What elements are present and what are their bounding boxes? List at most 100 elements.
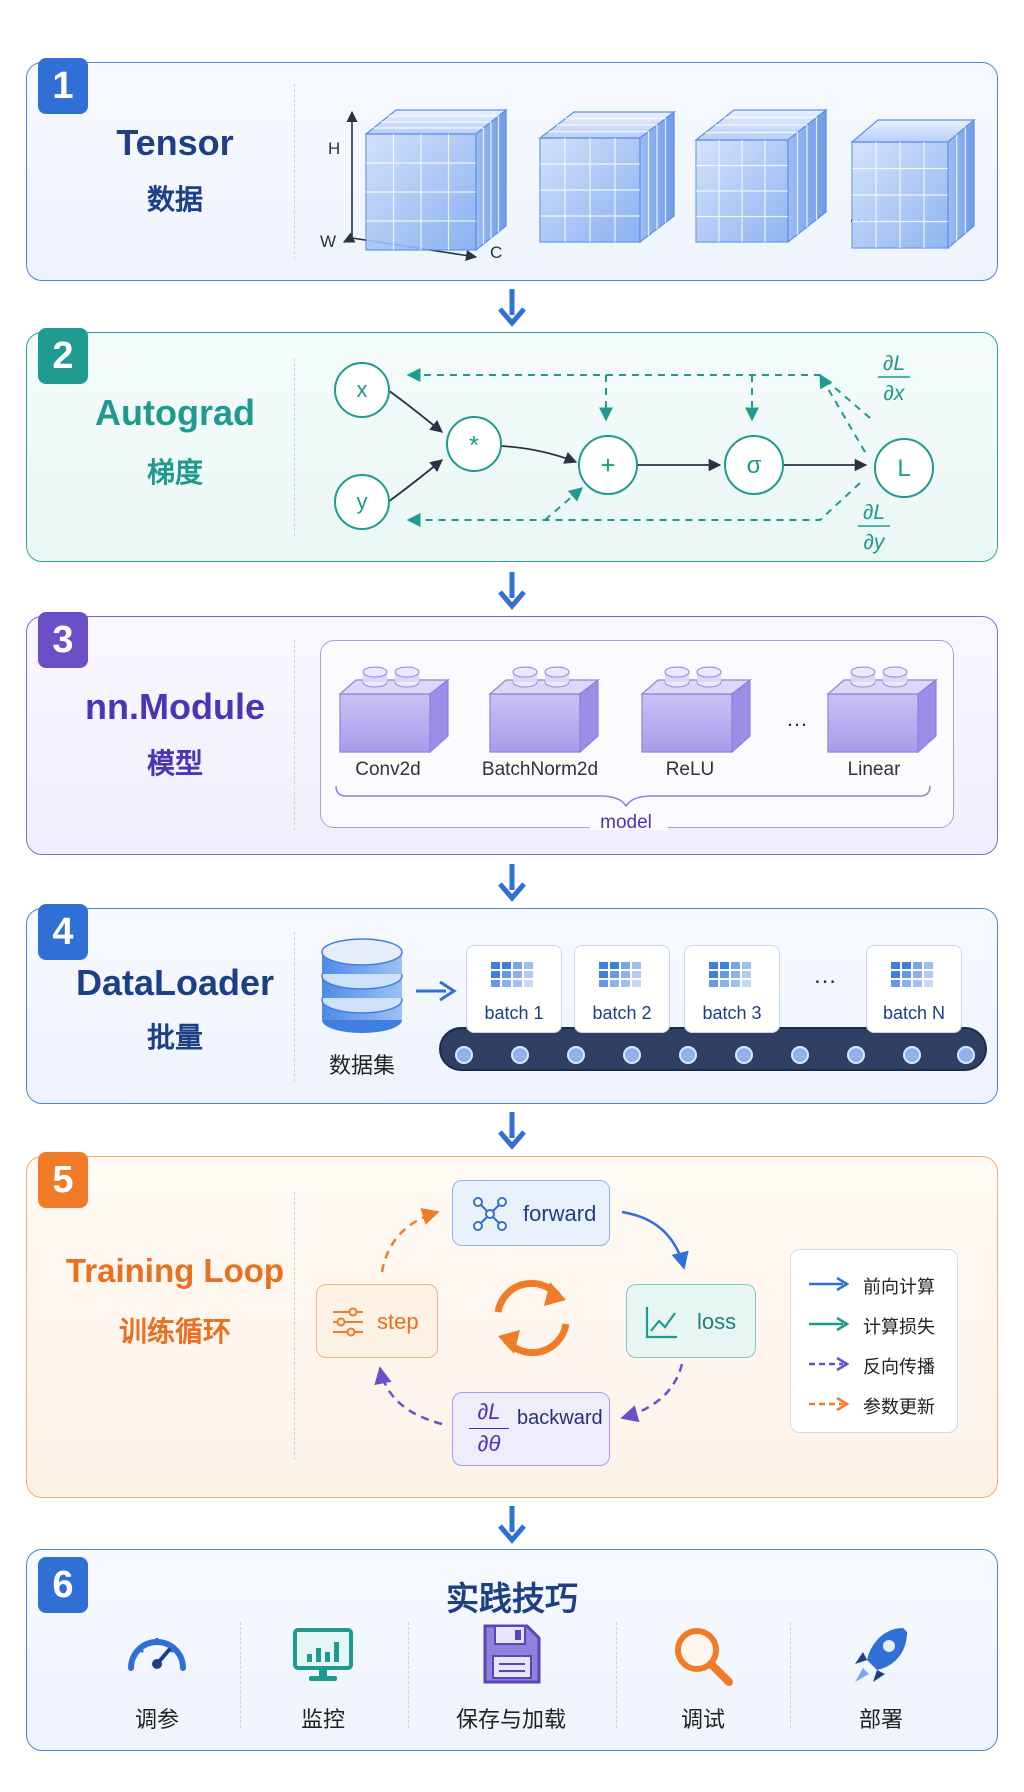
divider: [294, 1192, 295, 1460]
conveyor-belt: [439, 1027, 987, 1071]
tips-title: 实践技巧: [446, 1580, 578, 1617]
divider: [294, 84, 295, 259]
flow-down-arrow: [498, 572, 526, 610]
tip-label: 保存与加载: [455, 1707, 566, 1732]
divider: [240, 1622, 241, 1728]
grad-dl-dy-label: ∂L ∂y: [858, 501, 890, 554]
tip-label: 监控: [300, 1707, 345, 1732]
loss-label: loss: [697, 1309, 737, 1334]
flow-down-arrow: [498, 289, 526, 327]
tensor-cube: [694, 108, 828, 244]
svg-text:+: +: [600, 450, 615, 480]
svg-text:∂L: ∂L: [863, 501, 885, 524]
batch-label: batch 2: [592, 1003, 652, 1023]
legend-label: 参数更新: [863, 1397, 935, 1417]
grad-path-bottom: [406, 482, 861, 527]
section-subtitle: 模型: [146, 748, 203, 779]
svg-text:y: y: [357, 489, 368, 514]
layer-ellipsis: …: [786, 706, 808, 731]
svg-text:∂y: ∂y: [864, 531, 886, 554]
legend-label: 反向传播: [863, 1357, 935, 1377]
section-number-badge: 3: [38, 612, 88, 668]
tensor-cube: [850, 118, 976, 250]
tensor-cube: [538, 110, 676, 244]
divider: [790, 1622, 791, 1728]
section-title: Training Loop: [65, 1252, 285, 1289]
backward-box: ∂L ∂θ backward: [452, 1392, 610, 1466]
section-subtitle: 训练循环: [118, 1316, 231, 1347]
section-title: nn.Module: [85, 686, 265, 727]
step-box: step: [316, 1284, 438, 1358]
svg-text:∂x: ∂x: [884, 382, 906, 405]
layer-brick: [640, 666, 752, 754]
model-bracket: [335, 785, 931, 808]
axis-c-label: C: [490, 243, 502, 262]
tensor-panel: [26, 62, 998, 281]
section-title: Tensor: [116, 122, 234, 163]
module-layers: … Conv2d BatchNorm2d ReLU Linear model: [335, 666, 938, 830]
section-number-badge: 5: [38, 1152, 88, 1208]
layer-label: ReLU: [666, 759, 715, 780]
grid-icon: [709, 962, 751, 987]
dataset-label: 数据集: [328, 1053, 395, 1078]
section-title: DataLoader: [75, 962, 275, 1003]
sliders-icon: [333, 1307, 363, 1337]
tip-label: 调试: [680, 1707, 725, 1732]
grid-icon: [599, 962, 641, 987]
section-subtitle: 梯度: [146, 457, 203, 488]
section-number-badge: 4: [38, 904, 88, 960]
training-legend: 前向计算 计算损失 反向传播 参数更新: [790, 1249, 958, 1433]
svg-text:x: x: [357, 377, 368, 402]
legend-item-loss: 计算损失: [807, 1312, 955, 1337]
legend-item-forward: 前向计算: [807, 1272, 955, 1297]
flow-down-arrow: [498, 864, 526, 902]
flow-down-arrow: [498, 1112, 526, 1150]
grid-icon: [491, 962, 533, 987]
tip-label: 部署: [858, 1707, 903, 1732]
svg-text:L: L: [897, 455, 910, 482]
node-mul: *: [446, 416, 502, 472]
layer-label: Linear: [848, 759, 901, 780]
layer-brick: [488, 666, 600, 754]
node-add: +: [578, 435, 638, 495]
batch-card: batch 2: [574, 945, 670, 1033]
loss-box: loss: [626, 1284, 756, 1358]
section-subtitle: 数据: [146, 184, 203, 215]
divider: [294, 932, 295, 1082]
forward-box: forward: [452, 1180, 610, 1246]
backward-grad-den: ∂θ: [477, 1431, 501, 1456]
legend-item-update: 参数更新: [807, 1392, 955, 1417]
batch-label: batch 1: [484, 1003, 544, 1023]
cycle-icon: [494, 1279, 570, 1357]
layer-label: Conv2d: [355, 759, 421, 780]
section-number-badge: 6: [38, 1557, 88, 1613]
divider: [294, 640, 295, 830]
step-label: step: [377, 1309, 419, 1334]
tip-item: 监控: [248, 1620, 398, 1732]
svg-text:σ: σ: [747, 452, 762, 479]
divider: [294, 358, 295, 536]
grad-path-top: [406, 368, 871, 419]
to-loader-arrow: [416, 980, 457, 1002]
tip-label: 调参: [134, 1707, 179, 1732]
floppy-disk-icon: [483, 1624, 541, 1684]
divider: [408, 1622, 409, 1728]
autograd-graph: x y * + σ L ∂L ∂x ∂L ∂y: [334, 352, 934, 554]
layer-brick: [338, 666, 450, 754]
node-loss: L: [874, 438, 934, 498]
line-chart-icon: [645, 1307, 677, 1339]
legend-item-backward: 反向传播: [807, 1352, 955, 1377]
tip-item: 调试: [628, 1620, 778, 1732]
node-y: y: [334, 474, 390, 530]
node-sigma: σ: [724, 435, 784, 495]
tip-item: 调参: [82, 1620, 232, 1732]
backward-grad-num: ∂L: [477, 1399, 501, 1424]
section-number-badge: 1: [38, 58, 88, 114]
node-x: x: [334, 362, 390, 418]
svg-text:*: *: [469, 430, 479, 460]
fraction-bar: [469, 1428, 509, 1429]
legend-label: 计算损失: [863, 1317, 935, 1337]
rocket-icon: [855, 1628, 907, 1682]
forward-to-loss-arrow: [621, 1210, 689, 1270]
grad-dl-dx-label: ∂L ∂x: [878, 352, 910, 405]
